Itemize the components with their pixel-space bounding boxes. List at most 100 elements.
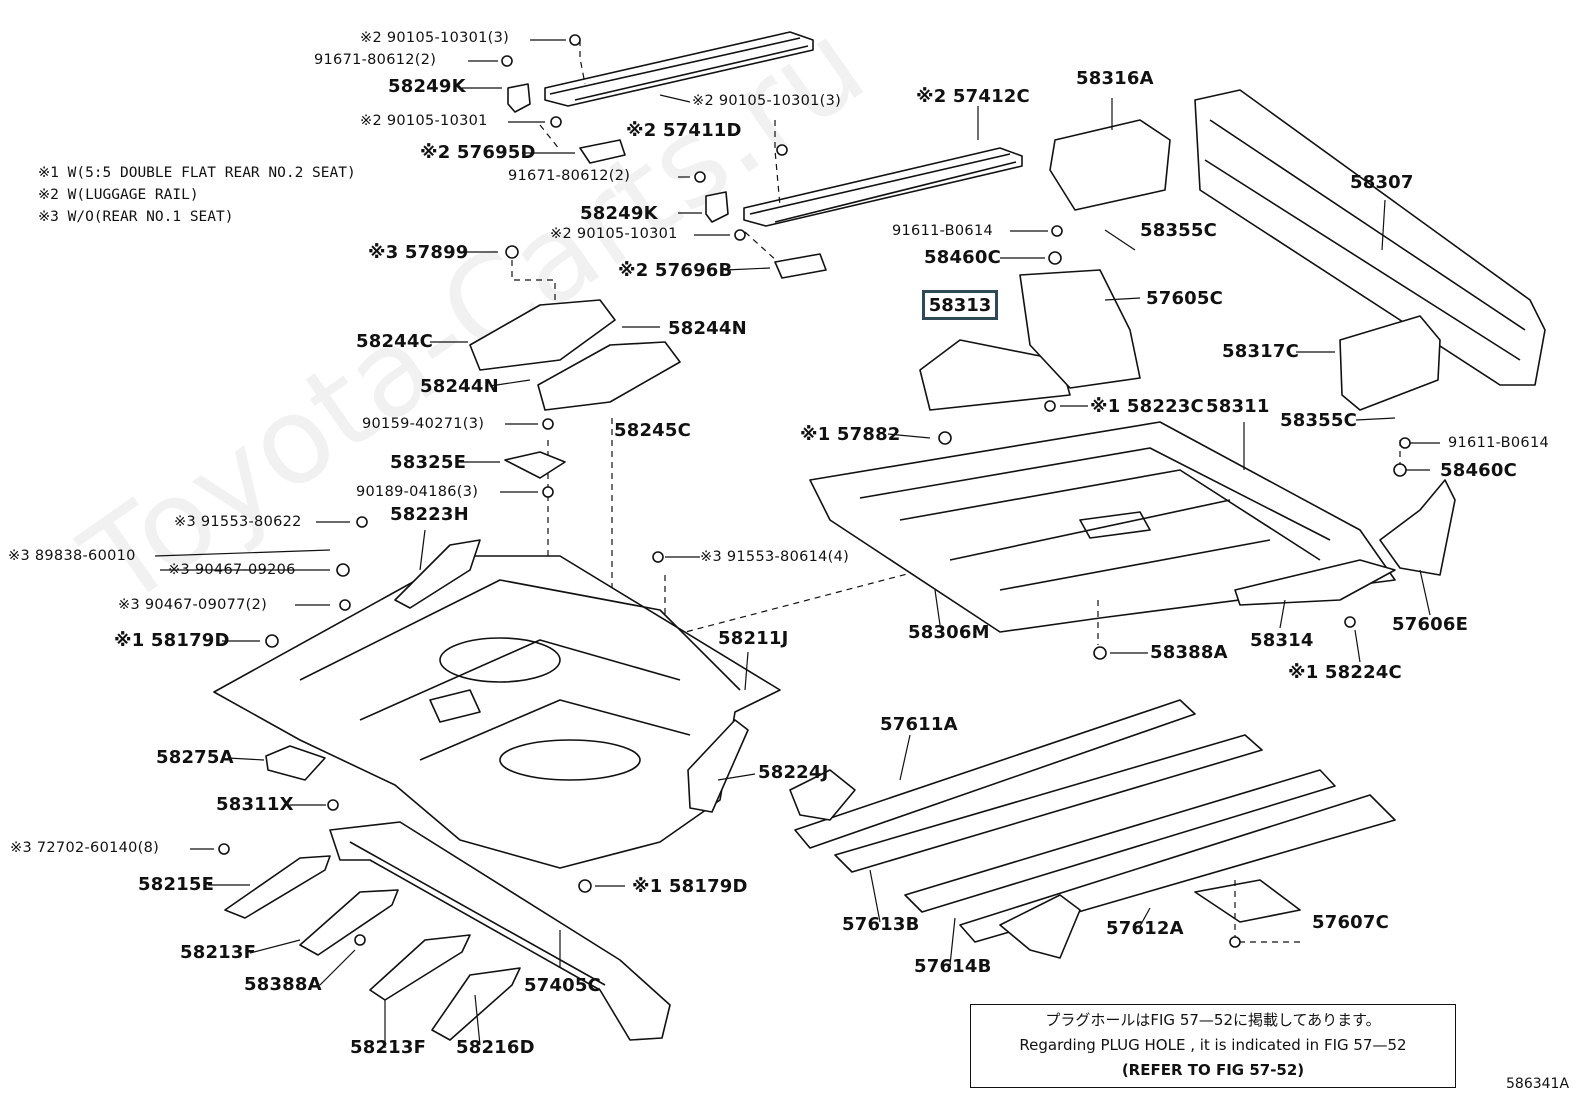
part-label[interactable]: 58317C — [1222, 341, 1300, 362]
front-floor-58211J — [213, 555, 781, 869]
part-label[interactable]: 57611A — [880, 714, 958, 735]
part-label[interactable]: 58460C — [924, 247, 1002, 268]
part-label[interactable]: 57612A — [1106, 918, 1184, 939]
part-label[interactable]: 57606E — [1392, 614, 1469, 635]
part-label[interactable]: 58244C — [356, 331, 434, 352]
part-label[interactable]: ※1 58223C — [1090, 396, 1204, 417]
part-label[interactable]: 58215E — [138, 874, 215, 895]
part-label[interactable]: 57607C — [1312, 912, 1390, 933]
panel-58314 — [1234, 559, 1396, 606]
seat-plate-58245C — [537, 341, 681, 411]
bracket-58325E — [504, 451, 566, 479]
bracket-58275A — [265, 745, 326, 781]
part-label[interactable]: 58244N — [420, 376, 499, 397]
part-label[interactable]: 91671-80612(2) — [508, 168, 631, 184]
part-label[interactable]: ※3 89838-60010 — [8, 548, 136, 564]
part-label[interactable]: 57614B — [914, 956, 992, 977]
part-label[interactable]: 90189-04186(3) — [356, 484, 479, 500]
part-label[interactable]: ※2 90105-10301(3) — [692, 93, 842, 109]
part-label[interactable]: ※1 58179D — [114, 630, 230, 651]
part-label[interactable]: ※3 90467-09206 — [168, 562, 296, 578]
legend-item: ※3 W/O(REAR NO.1 SEAT) — [38, 209, 234, 225]
part-label[interactable]: 58224J — [758, 762, 829, 783]
part-label[interactable]: 58460C — [1440, 460, 1518, 481]
leader-lines — [154, 39, 1440, 1048]
part-label[interactable]: 58388A — [244, 974, 322, 995]
seat-plate-58244C — [469, 299, 616, 371]
part-label[interactable]: ※2 90105-10301(3) — [360, 30, 510, 46]
part-label[interactable]: ※2 57412C — [916, 86, 1030, 107]
part-label[interactable]: ※1 58224C — [1288, 662, 1402, 683]
part-label[interactable]: 58211J — [718, 628, 789, 649]
part-label[interactable]: 57613B — [842, 914, 920, 935]
note-line-jp: プラグホールはFIG 57—52に掲載してあります。 — [1045, 1011, 1381, 1029]
rail-57614B — [904, 769, 1336, 913]
bracket-57607C — [1194, 879, 1301, 923]
part-label[interactable]: 58216D — [456, 1037, 535, 1058]
rail-57412C — [743, 147, 1023, 227]
part-label[interactable]: ※2 90105-10301 — [360, 113, 488, 129]
part-label[interactable]: 58311 — [1206, 396, 1270, 417]
part-label[interactable]: 58311X — [216, 794, 294, 815]
part-label[interactable]: ※2 57695D — [420, 142, 536, 163]
bracket-58249K-upper — [507, 83, 531, 113]
part-label[interactable]: 57405C — [524, 975, 602, 996]
part-label[interactable]: ※3 91553-80614(4) — [700, 549, 850, 565]
rail-57411D — [544, 31, 814, 107]
panel-58316A — [1049, 119, 1171, 211]
part-label[interactable]: 91671-80612(2) — [314, 52, 437, 68]
part-label[interactable]: ※1 57882 — [800, 424, 901, 445]
bracket-left-rail — [789, 769, 856, 821]
bracket-57695D — [579, 139, 626, 164]
bracket-58213F-right — [369, 934, 471, 1001]
part-label[interactable]: 90159-40271(3) — [362, 416, 485, 432]
plug-hole-note: プラグホールはFIG 57—52に掲載してあります。 Regarding PLU… — [970, 1004, 1456, 1088]
part-label[interactable]: ※2 57696B — [618, 260, 733, 281]
part-label[interactable]: 57605C — [1146, 288, 1224, 309]
part-label[interactable]: 58213F — [180, 942, 257, 963]
part-label[interactable]: ※2 57411D — [626, 120, 742, 141]
part-label[interactable]: ※2 90105-10301 — [550, 226, 678, 242]
part-label[interactable]: ※3 57899 — [368, 242, 469, 263]
part-label[interactable]: 58249K — [388, 76, 466, 97]
part-label[interactable]: ※3 90467-09077(2) — [118, 597, 268, 613]
bracket-58224J — [687, 719, 749, 813]
bracket-57696B — [774, 253, 827, 279]
note-line-en: Regarding PLUG HOLE , it is indicated in… — [1019, 1036, 1407, 1054]
legend-item: ※1 W(5:5 DOUBLE FLAT REAR NO.2 SEAT) — [38, 165, 356, 181]
frame-57405C — [329, 821, 671, 1041]
part-label[interactable]: 58223H — [390, 504, 469, 525]
part-label[interactable]: 58314 — [1250, 630, 1314, 651]
part-label[interactable]: 58306M — [908, 622, 990, 643]
part-label[interactable]: 58275A — [156, 747, 234, 768]
part-label[interactable]: 58307 — [1350, 172, 1414, 193]
part-label[interactable]: 91611-B0614 — [1448, 435, 1549, 451]
side-member-58307 — [1194, 89, 1546, 386]
bracket-58215E — [224, 855, 331, 919]
part-label[interactable]: 58325E — [390, 452, 467, 473]
bracket-58213F-left — [299, 889, 399, 956]
bolts — [218, 34, 1411, 948]
bracket-58223H — [394, 539, 481, 609]
part-label[interactable]: 58213F — [350, 1037, 427, 1058]
part-label[interactable]: 58249K — [580, 203, 658, 224]
part-label[interactable]: 58244N — [668, 318, 747, 339]
bracket-58249K-lower — [705, 191, 729, 223]
bracket-lower-rail — [999, 894, 1081, 959]
part-label[interactable]: 58355C — [1140, 220, 1218, 241]
part-label[interactable]: 58388A — [1150, 642, 1228, 663]
panel-58317C — [1339, 315, 1441, 411]
legend-item: ※2 W(LUGGAGE RAIL) — [38, 187, 199, 203]
part-label[interactable]: 58245C — [614, 420, 692, 441]
note-line-refer[interactable]: (REFER TO FIG 57-52) — [1121, 1061, 1305, 1079]
part-label[interactable]: 58316A — [1076, 68, 1154, 89]
rail-57613B — [834, 734, 1263, 873]
highlighted-part-58313[interactable]: 58313 — [922, 290, 998, 320]
part-label[interactable]: ※3 91553-80622 — [174, 514, 302, 530]
part-label[interactable]: ※1 58179D — [632, 876, 748, 897]
part-label[interactable]: ※3 72702-60140(8) — [10, 840, 160, 856]
part-label[interactable]: 91611-B0614 — [892, 223, 993, 239]
part-label[interactable]: 58355C — [1280, 410, 1358, 431]
